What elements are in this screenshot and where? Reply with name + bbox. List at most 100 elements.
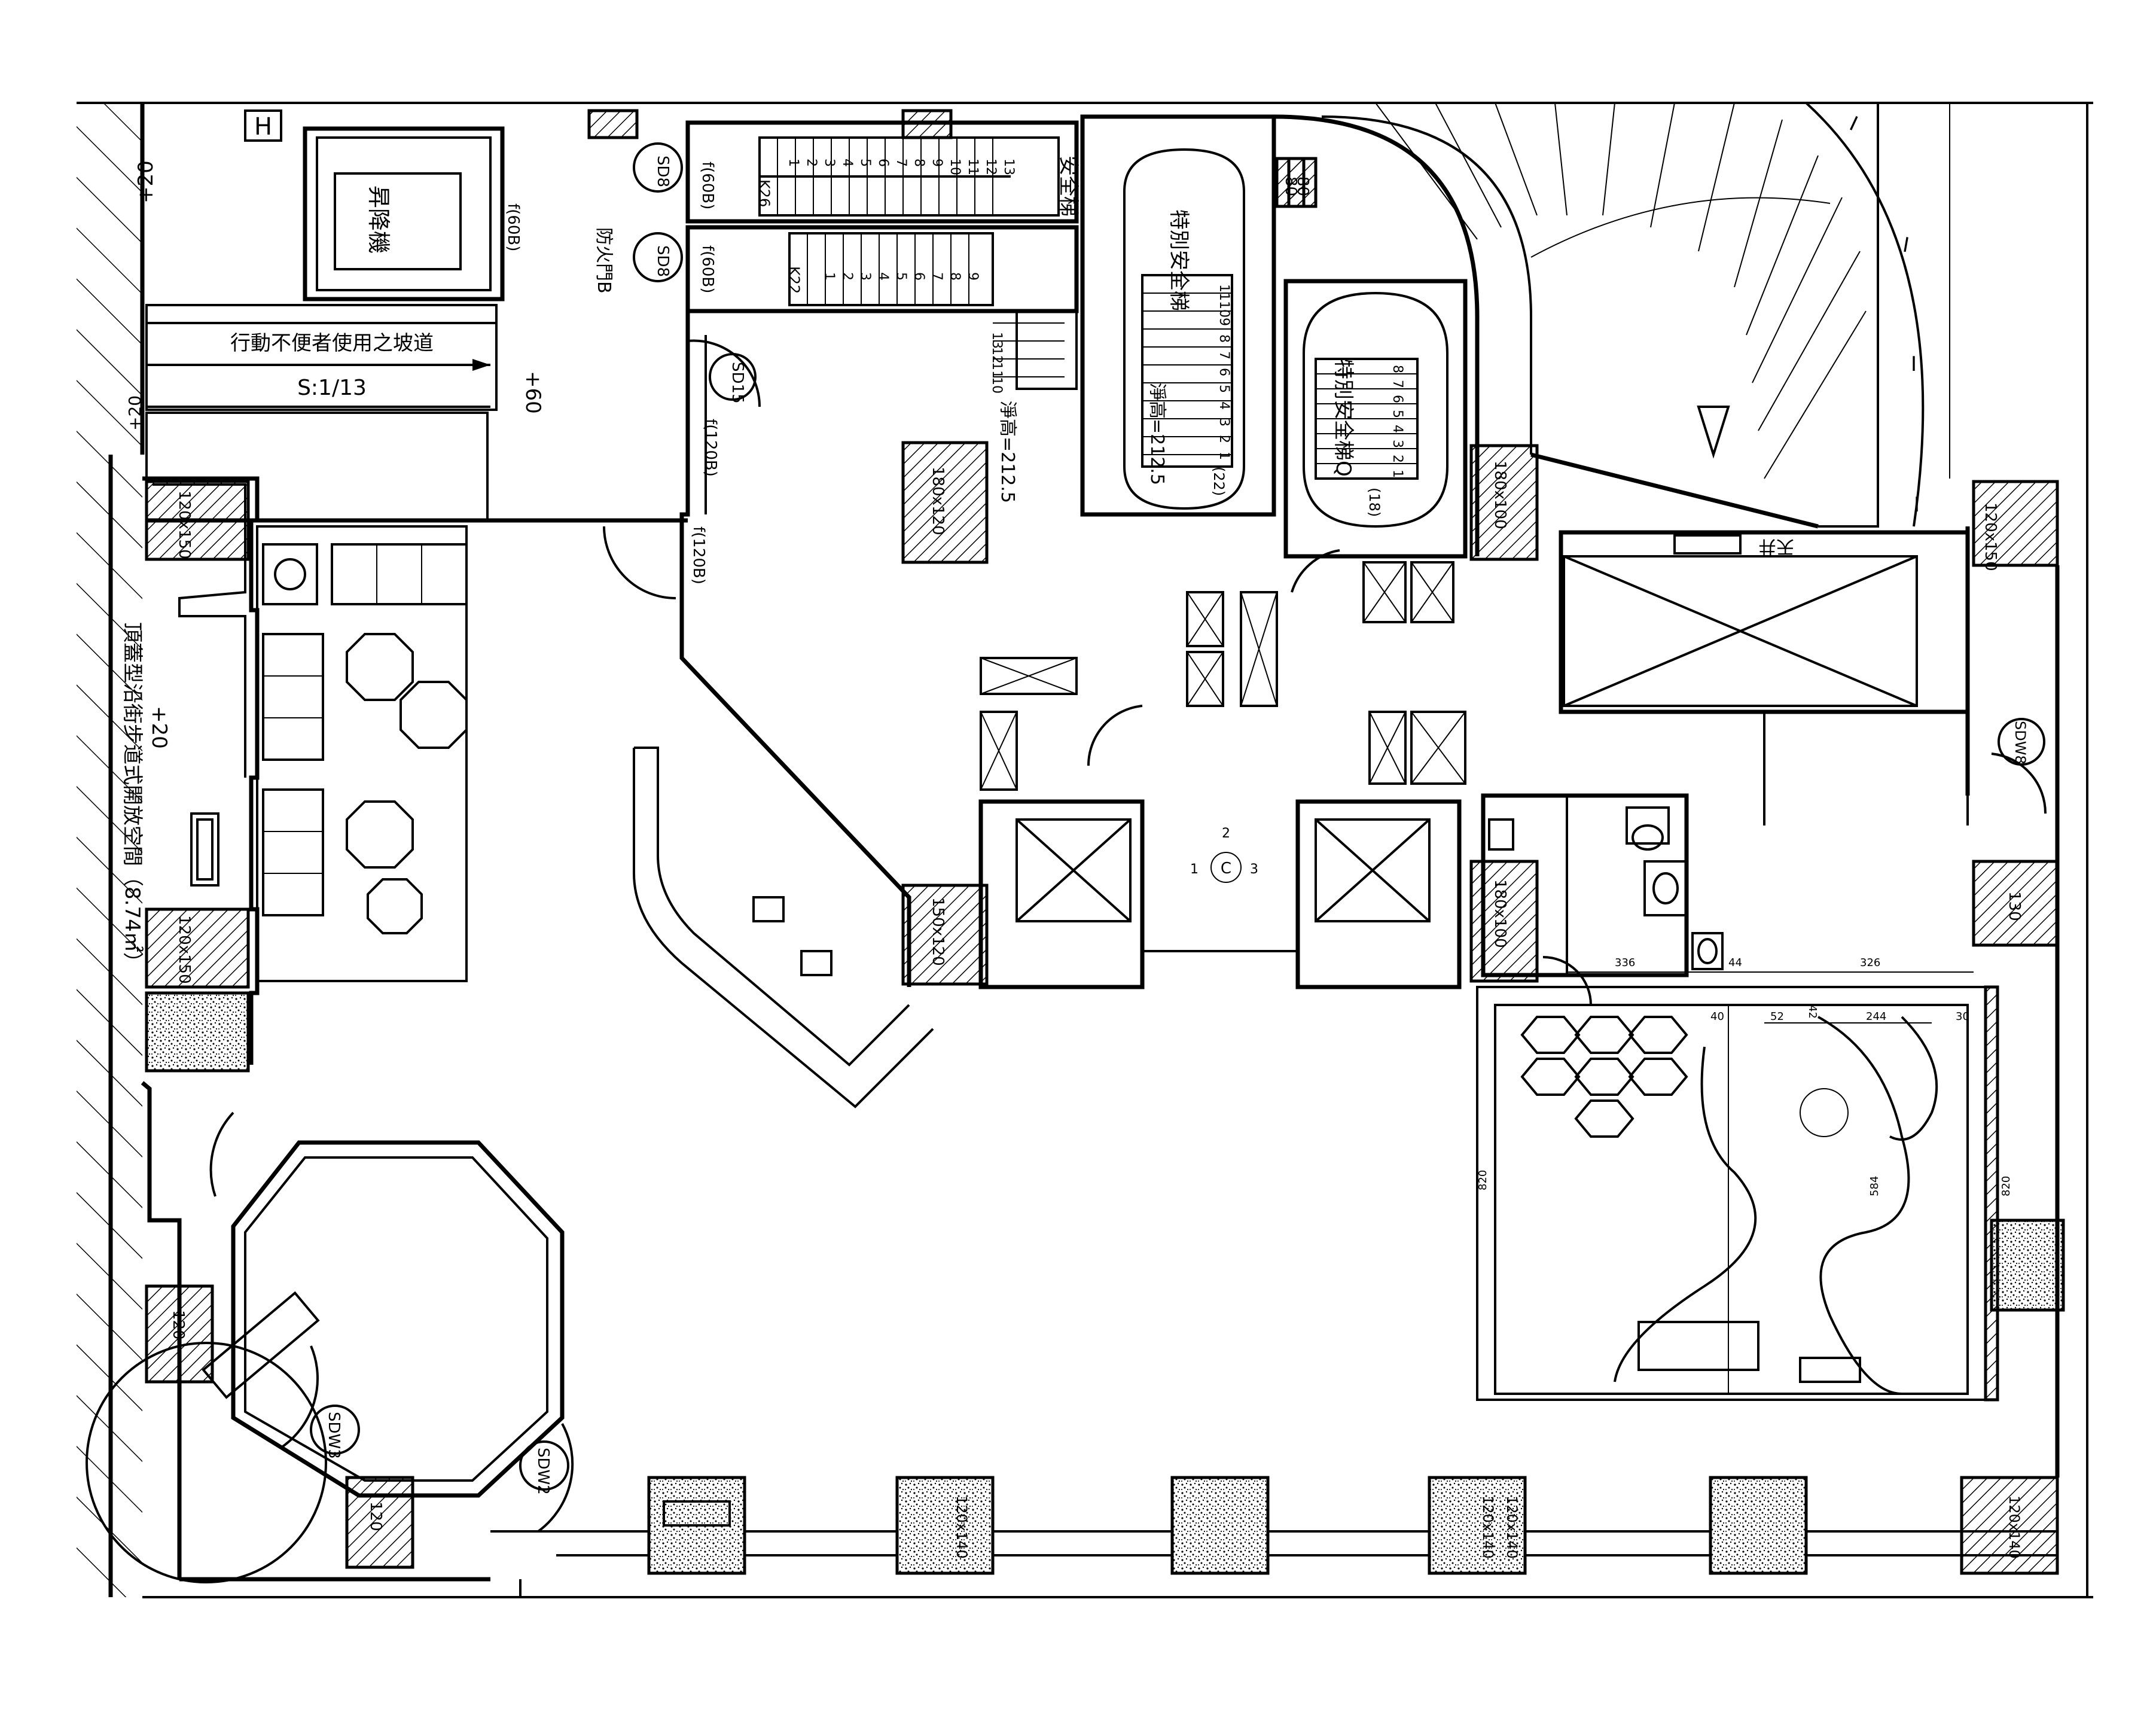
stair-number: 2 (1390, 455, 1405, 463)
stair-number: 13 (989, 332, 1004, 349)
column-180x120: 180x120 (929, 467, 947, 535)
bar-counter (633, 747, 934, 1108)
marker-c: C (1221, 860, 1231, 878)
column-120x140-b: 120x140 (1480, 1495, 1496, 1559)
ramp-slope: S:1/13 (297, 376, 367, 400)
door-sd15: SD15 (728, 362, 746, 404)
stair-number: 9 (929, 159, 944, 167)
special-safety-stair-1-label: 特別安全梯 (1167, 209, 1191, 311)
stair-number: 6 (1390, 395, 1405, 403)
site-boundary (77, 102, 2093, 1598)
column-120-b: 120 (367, 1501, 385, 1531)
stair-k22-1: K22 (786, 266, 803, 294)
column-120x150-c: 120x150 (1981, 502, 1999, 571)
door-sd8-2: SD8 (654, 245, 672, 277)
dim-820-b: 820 (2000, 1176, 2012, 1196)
door-sdw3: SDW3 (325, 1412, 343, 1459)
stair-number: 7 (1390, 380, 1405, 388)
stair-number: 10 (947, 159, 962, 175)
safety-stair-label: 安全梯 (1056, 156, 1080, 217)
door-f60b-3: f(60B) (699, 245, 716, 293)
level-plus20-side: +20 (125, 395, 145, 431)
column-130: 130 (2005, 891, 2023, 921)
ramp: 行動不便者使用之坡道 S:1/13 +60 (145, 304, 688, 523)
arc-stair-i-3: I (1911, 352, 1917, 376)
special-safety-stair-2: 特別安全梯Q (18) 80 (1283, 157, 1468, 559)
toilet: 336 44 326 (1481, 793, 1974, 977)
dim-30: 30 (1956, 1010, 1969, 1023)
column-120x140-c: 120x140 (1504, 1495, 1520, 1559)
stair-number: 8 (911, 159, 926, 167)
stair-k26: K26 (756, 179, 773, 207)
column-180x100-b: 180x100 (1491, 879, 1509, 948)
clear-height-2: 淨高=212.5 (1146, 383, 1167, 485)
stair-number: 11 (1216, 284, 1231, 301)
stair-number: 3 (1390, 440, 1405, 448)
level-plus20-top: +20 (134, 160, 158, 203)
stair-number: 8 (947, 272, 962, 281)
stair-number: 7 (1216, 351, 1231, 360)
level-plus20-mid: +20 (147, 706, 171, 749)
dim-336: 336 (1615, 957, 1635, 969)
stair-number: 7 (893, 159, 908, 167)
stair-number: 5 (858, 159, 873, 167)
stair-number: 9 (965, 272, 980, 281)
stair-number: 3 (822, 159, 837, 167)
special-safety-stair-2-label: 特別安全梯Q (1331, 359, 1355, 477)
stair-number: 10 (989, 377, 1004, 394)
stair-number: 3 (858, 272, 873, 281)
safety-stair: 安全梯 K26 SD8 f(60B) f(60B) (504, 109, 1080, 251)
arc-stair-i-2: I (1901, 233, 1911, 257)
door-sdw2: SDW2 (534, 1448, 552, 1495)
marker-2: 2 (1222, 826, 1230, 841)
arc-stair-i-1: I (1846, 112, 1861, 136)
stair-number: 7 (929, 272, 944, 281)
dim-44: 44 (1728, 957, 1742, 969)
column-80-b: 80 (1294, 176, 1312, 196)
stair-number: 2 (840, 272, 855, 281)
stair-number: 10 (1216, 301, 1231, 318)
stair-number: 8 (1216, 334, 1231, 343)
stair-number: 11 (965, 159, 980, 175)
stair-number: 2 (804, 159, 819, 167)
stair-number: 1 (822, 272, 837, 281)
door-f120b-1: f(120B) (702, 419, 719, 477)
marker-1: 1 (1190, 862, 1199, 877)
stair-number: 6 (876, 159, 891, 167)
doors: SD15 f(120B) f(120B) SDW8 SDW3 SDW2 (86, 339, 2047, 1583)
column-120x150-a: 120x150 (175, 491, 193, 559)
dim-52: 52 (1770, 1010, 1784, 1023)
stair-2: K22 SD8 f(60B) 防火門B 淨高=212.5 (593, 225, 1079, 503)
column-120x140-d: 120x140 (2006, 1495, 2023, 1559)
marker-3: 3 (1250, 862, 1258, 877)
column-150x120: 150x120 (929, 897, 947, 966)
lounge: +20 頂蓋型沿街步道式開放空間（8.74㎡） +20 (120, 311, 911, 987)
stair-number: 9 (1216, 318, 1231, 326)
stair-number: 13 (1001, 159, 1016, 175)
stair-number: 4 (1390, 425, 1405, 433)
dim-42: 42 (1806, 1005, 1819, 1019)
stair-k22-2: (22) (1210, 467, 1227, 496)
door-f60b-1: f(60B) (699, 162, 716, 209)
stair-number: 5 (1390, 410, 1405, 418)
open-space-label: 頂蓋型沿街步道式開放空間（8.74㎡） (120, 622, 144, 973)
door-sdw8: SDW8 (2012, 721, 2029, 764)
void: 天井 (1559, 530, 1970, 826)
stair-number: 6 (911, 272, 926, 281)
fire-door-label: 防火門B (593, 227, 614, 294)
stair-number: 4 (840, 159, 855, 167)
stair-number: 1 (1390, 470, 1405, 478)
octagon-room: 120x140 120x140 120x140 120x140 (231, 1140, 2059, 1575)
dim-40: 40 (1710, 1010, 1724, 1023)
stair-treads-1 (777, 138, 993, 215)
elevators: C 1 2 3 (978, 561, 1466, 989)
column-120x140-a: 120x140 (953, 1495, 970, 1559)
right-structure (1949, 103, 2088, 1597)
level-plus60: +60 (521, 371, 545, 414)
building-walls (141, 476, 2057, 1597)
stair-number: 5 (893, 272, 908, 281)
stair-k18: (18) (1366, 488, 1383, 517)
stair-number: 11 (989, 362, 1004, 379)
dim-584: 584 (1868, 1176, 1881, 1196)
